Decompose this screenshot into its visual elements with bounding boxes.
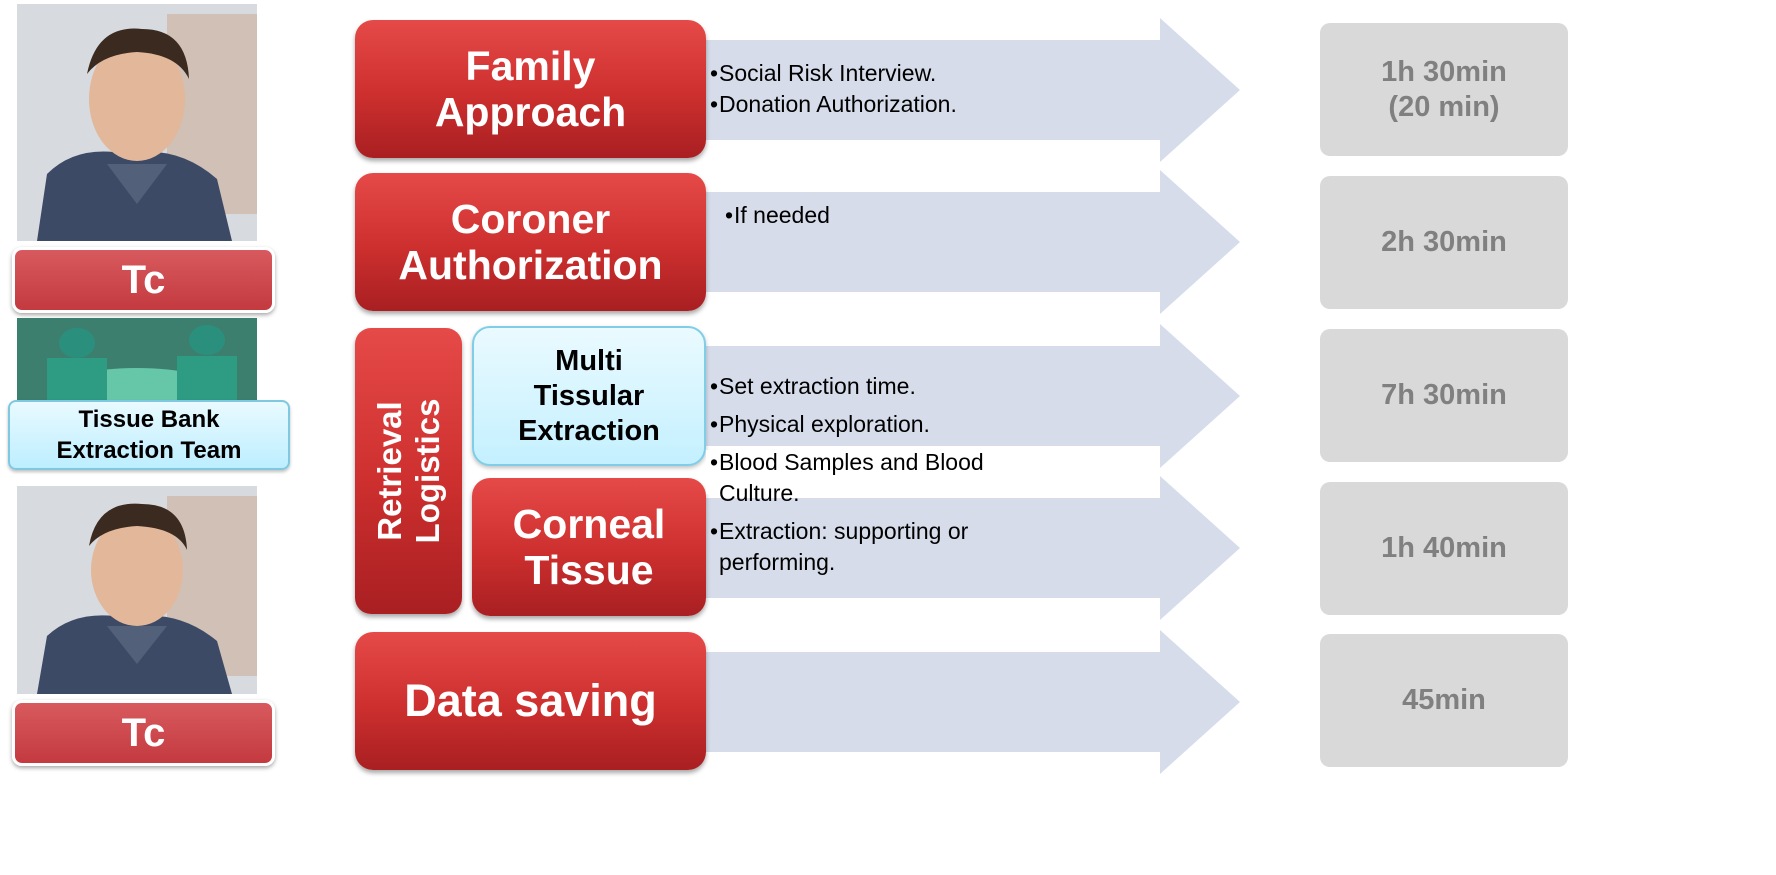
step-coroner-authorization: Coroner Authorization bbox=[355, 173, 706, 311]
step-corneal-tissue: Corneal Tissue bbox=[472, 478, 706, 616]
time-coroner: 2h 30min bbox=[1320, 176, 1568, 309]
family-line1: Family bbox=[465, 43, 596, 89]
detail-item: •Blood Samples and Blood Culture. bbox=[710, 449, 984, 506]
details-retrieval: •Set extraction time. •Physical explorat… bbox=[710, 371, 1040, 578]
logistics-line2: Logistics bbox=[408, 398, 446, 544]
step-multi-tissular-extraction: Multi Tissular Extraction bbox=[472, 326, 706, 466]
detail-item: •Social Risk Interview. bbox=[710, 60, 937, 86]
details-coroner: •If needed bbox=[725, 200, 1125, 231]
details-family: •Social Risk Interview. •Donation Author… bbox=[710, 58, 1190, 120]
step-data-saving: Data saving bbox=[355, 632, 706, 770]
details-retrieval-backdrop bbox=[706, 450, 1080, 494]
tc-label-bottom: Tc bbox=[12, 700, 275, 766]
coroner-line1: Coroner bbox=[450, 196, 611, 242]
tc-label-top: Tc bbox=[12, 247, 275, 313]
arrow-coroner bbox=[700, 170, 1240, 314]
time-corneal-value: 1h 40min bbox=[1381, 532, 1507, 564]
surgical-team-photo bbox=[17, 318, 257, 402]
time-family-line2: (20 min) bbox=[1388, 90, 1500, 123]
detail-item: •Donation Authorization. bbox=[710, 91, 957, 117]
doctor-photo-top bbox=[17, 4, 257, 241]
arrow-multi bbox=[700, 324, 1240, 468]
detail-item: •If needed bbox=[725, 202, 830, 228]
arrow-data-saving bbox=[700, 630, 1240, 774]
team-label-line1: Tissue Bank bbox=[78, 406, 220, 433]
arrow-family bbox=[700, 18, 1240, 162]
time-multi-value: 7h 30min bbox=[1381, 379, 1507, 411]
team-label-line2: Extraction Team bbox=[56, 437, 242, 464]
tissue-bank-team-label: Tissue Bank Extraction Team bbox=[8, 400, 290, 470]
detail-item: •Set extraction time. bbox=[710, 373, 916, 399]
step-retrieval-logistics: Retrieval Logistics bbox=[355, 328, 462, 614]
detail-item: •Extraction: supporting or performing. bbox=[710, 518, 969, 575]
family-line2: Approach bbox=[434, 89, 627, 135]
doctor-photo-bottom bbox=[17, 486, 257, 694]
data-saving-label: Data saving bbox=[404, 675, 657, 726]
detail-item: •Physical exploration. bbox=[710, 411, 930, 437]
time-coroner-value: 2h 30min bbox=[1381, 226, 1507, 258]
retrieval-logistics-label: Retrieval Logistics bbox=[371, 328, 447, 614]
arrow-corneal bbox=[700, 476, 1240, 620]
corneal-line2: Tissue bbox=[524, 547, 654, 593]
time-data-saving-value: 45min bbox=[1402, 684, 1486, 716]
step-family-approach: Family Approach bbox=[355, 20, 706, 158]
multi-line1: Multi bbox=[555, 344, 623, 377]
time-family-line1: 1h 30min bbox=[1381, 55, 1507, 88]
time-multi: 7h 30min bbox=[1320, 329, 1568, 462]
logistics-line1: Retrieval bbox=[370, 401, 408, 541]
time-corneal: 1h 40min bbox=[1320, 482, 1568, 615]
time-family: 1h 30min (20 min) bbox=[1320, 23, 1568, 156]
corneal-line1: Corneal bbox=[512, 501, 666, 547]
time-data-saving: 45min bbox=[1320, 634, 1568, 767]
multi-line2: Tissular bbox=[533, 379, 645, 412]
coroner-line2: Authorization bbox=[398, 242, 663, 288]
multi-line3: Extraction bbox=[518, 414, 660, 447]
